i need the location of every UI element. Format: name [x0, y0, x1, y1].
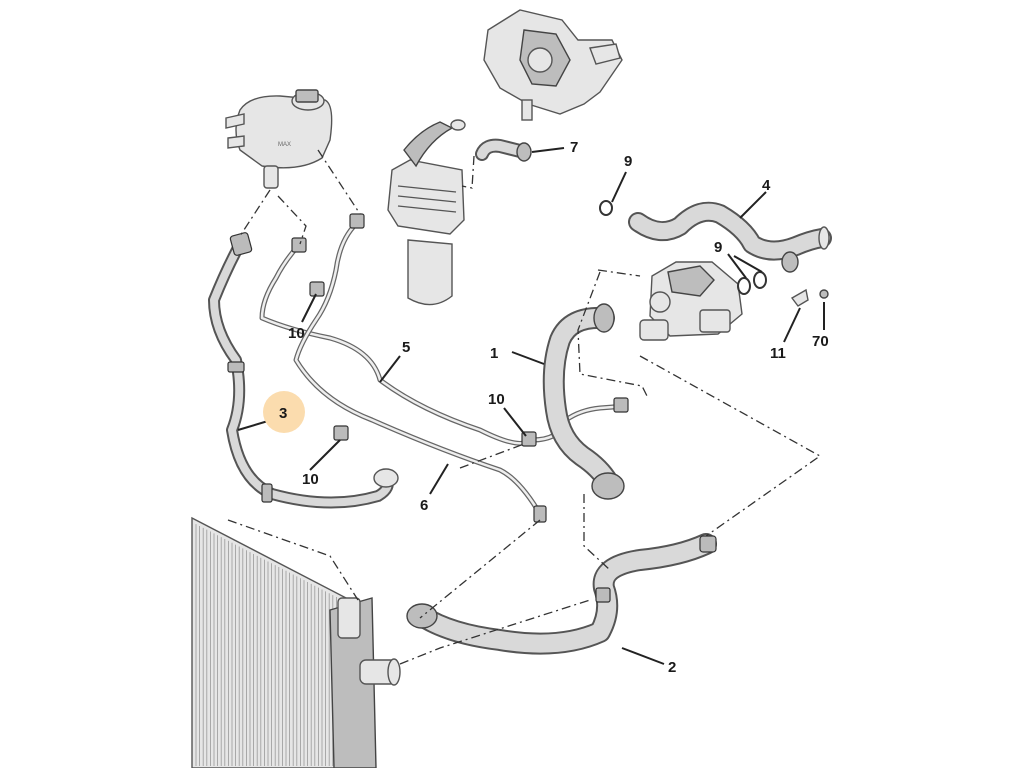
clip-10-lower — [333, 425, 349, 441]
callout-10-upper: 10 — [288, 325, 305, 342]
callout-labels: 1 2 3 4 5 6 7 9 9 10 10 10 11 70 — [279, 139, 829, 676]
callout-3: 3 — [279, 405, 287, 422]
callout-2: 2 — [668, 659, 676, 676]
screw-70 — [819, 289, 829, 299]
callout-70: 70 — [812, 333, 829, 350]
callout-1: 1 — [490, 345, 498, 362]
radiator — [191, 516, 401, 768]
expansion-tank: MAX — [225, 89, 333, 189]
hose-7 — [475, 138, 532, 162]
connection-lines — [227, 149, 822, 665]
hose-2 — [406, 533, 717, 655]
callout-11: 11 — [770, 345, 786, 362]
callout-6: 6 — [420, 497, 428, 514]
o-ring-9-left — [599, 200, 613, 216]
callout-7: 7 — [570, 139, 578, 156]
callout-9-right: 9 — [714, 239, 722, 256]
o-rings-9-right — [737, 271, 767, 295]
water-pump-housing — [483, 9, 623, 121]
hose-3 — [208, 232, 399, 509]
hose-4 — [628, 201, 832, 273]
callout-10-lower: 10 — [302, 471, 319, 488]
pipe-6 — [293, 213, 547, 523]
callout-9-left: 9 — [624, 153, 632, 170]
clip-10-upper — [309, 281, 325, 297]
bracket-11 — [790, 288, 809, 307]
callout-3-highlight — [263, 391, 305, 433]
callout-4: 4 — [762, 177, 771, 194]
svg-text:MAX: MAX — [278, 142, 291, 148]
pipe-5 — [259, 237, 533, 446]
oil-cooler — [387, 119, 466, 306]
hose-1 — [542, 303, 625, 500]
callout-10-right: 10 — [488, 391, 505, 408]
thermostat-housing — [639, 261, 743, 341]
callout-5: 5 — [402, 339, 410, 356]
